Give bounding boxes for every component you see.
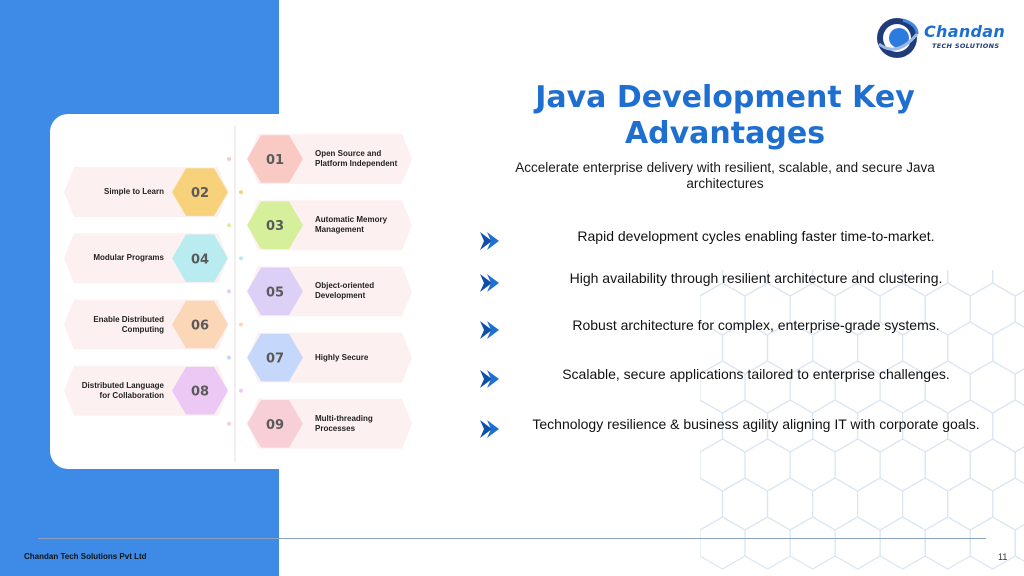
background-hexagon xyxy=(1014,290,1024,328)
advantage-bullet-text: High availability through resilient arch… xyxy=(569,270,943,286)
background-hexagon xyxy=(744,516,791,570)
background-hexagon xyxy=(1014,446,1024,484)
double-chevron-right-icon xyxy=(480,420,499,438)
background-hexagon xyxy=(879,438,926,492)
background-hexagon xyxy=(969,438,1016,492)
advantage-bullet: Scalable, secure applications tailored t… xyxy=(478,366,998,390)
logo-tagline: TECH SOLUTIONS xyxy=(932,42,1000,50)
page-title: Java Development Key Advantages xyxy=(535,80,915,151)
advantage-bullet: High availability through resilient arch… xyxy=(478,270,998,294)
background-hexagon xyxy=(992,477,1024,531)
globe-swirl-logo-icon xyxy=(877,18,919,58)
advantage-bullet: Robust architecture for complex, enterpr… xyxy=(478,317,998,341)
double-chevron-right-icon xyxy=(480,321,499,339)
double-chevron-right-icon xyxy=(480,370,499,388)
background-hexagon xyxy=(834,516,881,570)
advantage-bullet: Technology resilience & business agility… xyxy=(478,416,998,440)
background-hexagon xyxy=(789,516,836,570)
background-hexagon xyxy=(924,516,971,570)
advantage-bullet-text: Rapid development cycles enabling faster… xyxy=(577,228,935,244)
background-hexagon xyxy=(744,438,791,492)
background-hexagon xyxy=(969,516,1016,570)
background-hexagon xyxy=(766,477,814,531)
background-hexagon xyxy=(789,438,836,492)
page-number: 11 xyxy=(998,552,1008,562)
advantage-bullet: Rapid development cycles enabling faster… xyxy=(478,228,998,252)
advantage-bullet-text: Scalable, secure applications tailored t… xyxy=(562,366,950,382)
background-hexagon xyxy=(924,438,971,492)
background-hexagon xyxy=(902,477,949,531)
background-hexagon xyxy=(700,477,724,531)
background-hexagon xyxy=(811,477,859,531)
page-subtitle: Accelerate enterprise delivery with resi… xyxy=(515,160,935,191)
background-hexagon xyxy=(1014,524,1024,562)
background-hexagon xyxy=(721,477,769,531)
background-hexagon xyxy=(1014,368,1024,406)
footer-company-name: Chandan Tech Solutions Pvt Ltd xyxy=(24,552,147,561)
advantages-card xyxy=(50,114,414,469)
background-hexagon xyxy=(879,516,926,570)
company-logo xyxy=(877,18,919,58)
hexagon-pattern-background xyxy=(700,270,1024,570)
double-chevron-right-icon xyxy=(480,232,499,250)
background-hexagon xyxy=(700,516,746,570)
advantage-bullet-text: Robust architecture for complex, enterpr… xyxy=(572,317,940,333)
logo-name: Chandan xyxy=(924,22,1006,41)
footer-divider xyxy=(38,538,986,539)
advantage-bullet-text: Technology resilience & business agility… xyxy=(532,416,980,432)
double-chevron-right-icon xyxy=(480,274,499,292)
background-hexagon xyxy=(700,438,746,492)
background-hexagon xyxy=(857,477,904,531)
background-hexagon xyxy=(834,438,881,492)
background-hexagon xyxy=(947,477,994,531)
